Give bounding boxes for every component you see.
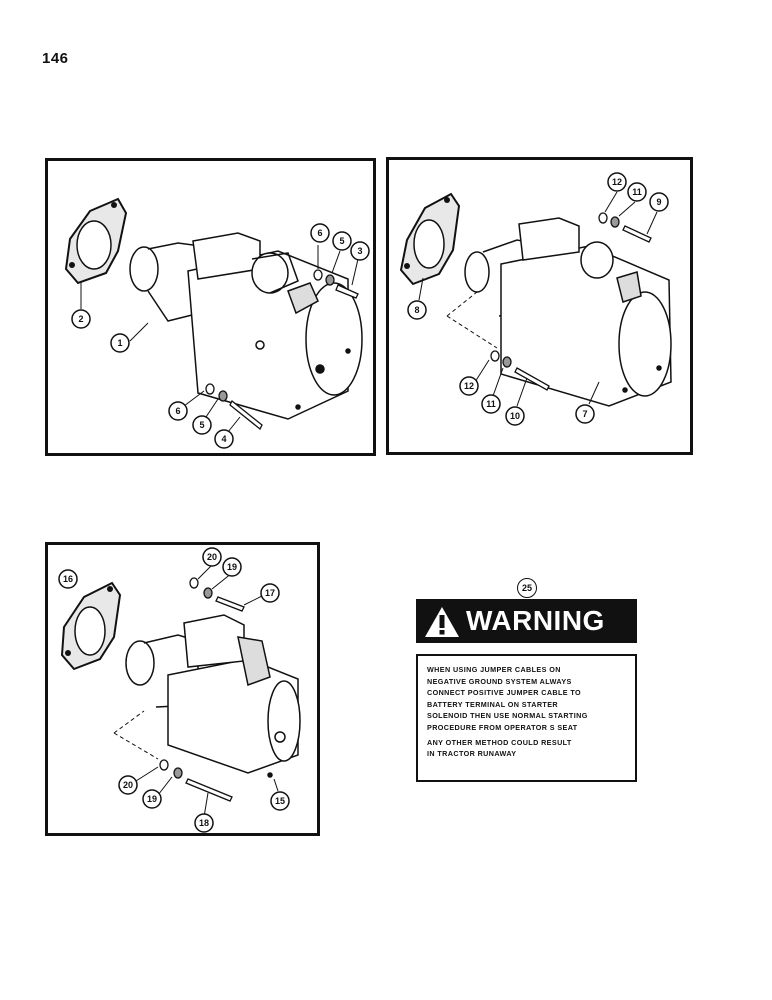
page-number: 146 [42, 50, 69, 67]
mounting-gasket [399, 192, 461, 286]
svg-text:18: 18 [199, 818, 209, 828]
callout-16: 16 [58, 569, 78, 589]
svg-text:15: 15 [275, 796, 285, 806]
warning-line: SOLENOID THEN USE NORMAL STARTING [427, 711, 588, 721]
starter-illustration-panel-2: 7 8 9 10 11 12 11 12 [386, 157, 693, 455]
callout-4: 4 [214, 429, 234, 449]
svg-text:12: 12 [612, 177, 622, 187]
starter-motor-drawing-3: 15 16 17 18 19 20 19 20 [58, 547, 301, 833]
warning-title: WARNING [466, 605, 605, 636]
warning-line: CONNECT POSITIVE JUMPER CABLE TO [427, 688, 582, 698]
svg-text:7: 7 [582, 409, 587, 419]
starter-illustration-panel-3: 15 16 17 18 19 20 19 20 [45, 542, 320, 836]
warning-line: NEGATIVE GROUND SYSTEM ALWAYS [427, 676, 572, 686]
warning-line: ANY OTHER METHOD COULD RESULT [427, 737, 572, 747]
warning-header: WARNING [416, 599, 637, 643]
warning-line: IN TRACTOR RUNAWAY [427, 749, 517, 759]
starter-motor-drawing-1: 1 2 3 4 5 6 5 6 [64, 197, 370, 449]
callout-9: 9 [649, 192, 669, 212]
decal-callout-25: 25 [517, 578, 537, 598]
callout-6: 6 [310, 223, 330, 243]
svg-text:11: 11 [632, 187, 642, 197]
starter-motor [464, 217, 672, 407]
starter-motor [125, 614, 301, 778]
svg-text:19: 19 [147, 794, 157, 804]
callout-15: 15 [270, 791, 290, 811]
callout-18: 18 [194, 813, 214, 833]
callout-11: 11 [627, 182, 647, 202]
svg-text:2: 2 [78, 314, 83, 324]
warning-line: BATTERY TERMINAL ON STARTER [427, 699, 558, 709]
callout-11: 11 [481, 394, 501, 414]
svg-text:16: 16 [63, 574, 73, 584]
warning-text: WHEN USING JUMPER CABLES ON NEGATIVE GRO… [416, 654, 637, 782]
svg-text:1: 1 [117, 338, 122, 348]
svg-text:17: 17 [265, 588, 275, 598]
callout-17: 17 [260, 583, 280, 603]
svg-text:10: 10 [510, 411, 520, 421]
svg-text:8: 8 [414, 305, 419, 315]
hardware-set-3 [159, 577, 245, 802]
hardware-set-2 [490, 212, 652, 391]
callout-20: 20 [202, 547, 222, 567]
callout-10: 10 [505, 406, 525, 426]
warning-line: PROCEDURE FROM OPERATOR S SEAT [427, 722, 578, 732]
warning-triangle-icon [425, 607, 459, 637]
warning-line: WHEN USING JUMPER CABLES ON [427, 665, 561, 674]
callout-7: 7 [575, 404, 595, 424]
callout-5: 5 [332, 231, 352, 251]
svg-text:5: 5 [199, 420, 204, 430]
svg-text:19: 19 [227, 562, 237, 572]
callout-6: 6 [168, 401, 188, 421]
callout-2: 2 [71, 309, 91, 329]
callout-19: 19 [222, 557, 242, 577]
svg-text:4: 4 [221, 434, 226, 444]
callout-5: 5 [192, 415, 212, 435]
mounting-gasket [60, 581, 122, 671]
svg-text:5: 5 [339, 236, 344, 246]
svg-text:6: 6 [317, 228, 322, 238]
svg-text:12: 12 [464, 381, 474, 391]
callout-12: 12 [459, 376, 479, 396]
hardware-set-1 [205, 269, 359, 431]
starter-motor-drawing-2: 7 8 9 10 11 12 11 12 [399, 172, 672, 426]
svg-text:9: 9 [656, 197, 661, 207]
svg-text:20: 20 [123, 780, 133, 790]
svg-text:11: 11 [486, 399, 496, 409]
starter-illustration-panel-1: 1 2 3 4 5 6 5 6 [45, 158, 376, 456]
callout-1: 1 [110, 333, 130, 353]
svg-text:20: 20 [207, 552, 217, 562]
callout-8: 8 [407, 300, 427, 320]
callout-20: 20 [118, 775, 138, 795]
callout-12: 12 [607, 172, 627, 192]
svg-text:3: 3 [357, 246, 362, 256]
starter-motor [129, 232, 363, 420]
callout-19: 19 [142, 789, 162, 809]
mounting-gasket [64, 197, 128, 285]
callout-3: 3 [350, 241, 370, 261]
svg-text:6: 6 [175, 406, 180, 416]
